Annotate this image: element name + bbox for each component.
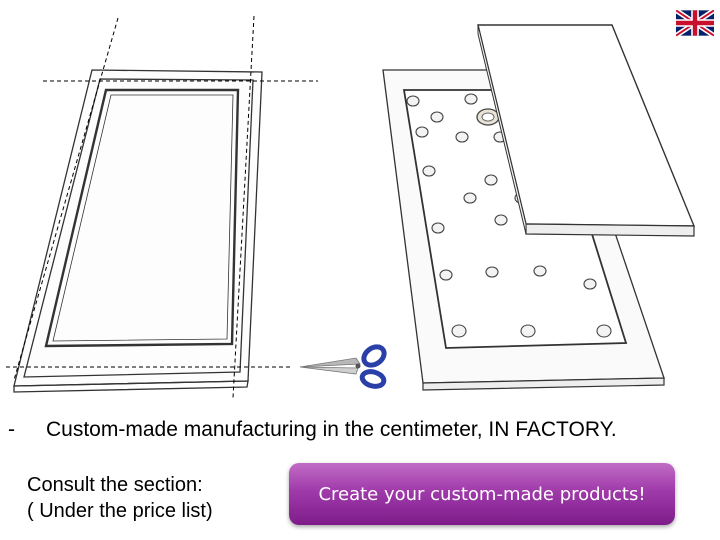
create-custom-products-button[interactable]: Create your custom-made products! — [289, 463, 675, 525]
feature-text: Custom-made manufacturing in the centime… — [46, 418, 617, 441]
uk-flag-icon[interactable] — [676, 10, 714, 36]
bullet-dash: - — [8, 418, 15, 441]
product-illustration — [6, 15, 696, 399]
feature-bullet: - Custom-made manufacturing in the centim… — [8, 417, 617, 443]
scissors-icon — [299, 344, 387, 389]
consult-line-1: Consult the section: — [27, 474, 203, 496]
consult-section-note: Consult the section: ( Under the price l… — [27, 472, 213, 524]
tray-with-cover-panel-icon — [382, 24, 696, 391]
cut-guide-lines — [6, 15, 318, 399]
consult-line-2: ( Under the price list) — [27, 500, 213, 522]
tray-frame-outline-icon — [13, 69, 263, 393]
